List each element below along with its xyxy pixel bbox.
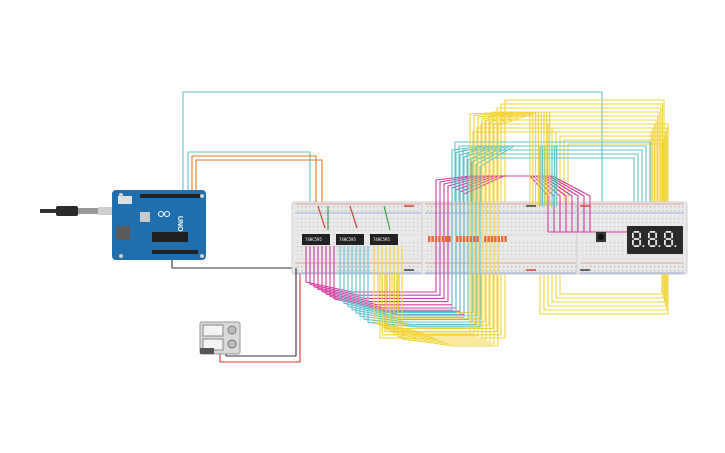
pushbutton[interactable] <box>596 232 606 242</box>
resistor <box>504 236 507 242</box>
resistor <box>448 236 451 242</box>
segment <box>664 232 666 239</box>
jumper-chip-0 <box>317 205 326 229</box>
wire-power-red <box>219 274 301 363</box>
resistor <box>484 236 487 242</box>
chip-3-label: 74HC595 <box>373 237 390 242</box>
segment <box>639 232 641 239</box>
segment <box>649 231 656 233</box>
segment <box>633 231 640 233</box>
wire-magenta-5 <box>325 175 646 309</box>
segment <box>665 231 672 233</box>
resistor <box>434 236 438 242</box>
resistor <box>445 236 448 242</box>
resistor <box>441 236 444 242</box>
segment <box>655 239 657 246</box>
wire-magenta-4 <box>321 175 644 306</box>
chip-1-label: 74HC595 <box>305 237 322 242</box>
resistor <box>466 236 469 242</box>
chip-2[interactable]: 74HC595 <box>336 234 364 245</box>
wire-magenta-2 <box>313 175 640 299</box>
resistor <box>494 236 497 242</box>
segment <box>648 239 650 246</box>
arduino-uno-board[interactable]: UNO <box>112 190 206 260</box>
shift-register-chips: 74HC595 74HC595 74HC595 <box>302 234 398 245</box>
resistor <box>473 236 476 242</box>
chip-1[interactable]: 74HC595 <box>302 234 330 245</box>
segment <box>632 232 634 239</box>
foreground-wires <box>219 111 650 363</box>
segment <box>665 245 672 247</box>
segment <box>633 245 640 247</box>
resistor <box>431 236 434 242</box>
wire-cyan-arduino <box>187 151 311 236</box>
wire-magenta-0 <box>305 175 636 293</box>
decimal-point <box>658 245 661 247</box>
decimal-point <box>674 245 677 247</box>
segment <box>665 238 672 240</box>
resistor <box>469 236 472 242</box>
wire-orange-2 <box>195 159 323 236</box>
chip-2-label: 74HC595 <box>339 237 356 242</box>
segment <box>649 245 656 247</box>
chip-3[interactable]: 74HC595 <box>370 234 398 245</box>
segment <box>671 232 673 239</box>
segment <box>632 239 634 246</box>
resistor <box>428 236 431 242</box>
wire-cyan-display-0 <box>454 141 651 230</box>
decimal-point <box>642 245 645 247</box>
power-supply-icon[interactable] <box>199 321 241 355</box>
resistor <box>487 236 490 242</box>
segment <box>664 239 666 246</box>
segment <box>648 232 650 239</box>
jumper-chip-3 <box>383 205 391 231</box>
segment <box>649 238 656 240</box>
resistor <box>462 236 466 242</box>
wire-orange-1 <box>191 155 317 236</box>
wire-cyan-top <box>182 91 603 236</box>
resistor <box>497 236 500 242</box>
segment <box>655 232 657 239</box>
display-digits <box>632 231 677 247</box>
resistor-arrays <box>428 236 507 242</box>
arduino-brand-label: UNO <box>176 216 183 232</box>
resistor <box>459 236 462 242</box>
resistor <box>490 236 494 242</box>
wire-yellow-fan-7 <box>401 111 551 347</box>
segment <box>633 238 640 240</box>
arduino-infinity-icon <box>158 211 170 217</box>
resistor <box>438 236 441 242</box>
jumper-chip-2 <box>349 205 358 229</box>
resistor <box>501 236 504 242</box>
resistor <box>476 236 479 242</box>
wire-magenta-3 <box>317 175 642 303</box>
segment <box>671 239 673 246</box>
seven-segment-display <box>627 226 683 254</box>
usb-cable-icon <box>40 206 112 216</box>
segment <box>639 239 641 246</box>
resistor <box>456 236 459 242</box>
